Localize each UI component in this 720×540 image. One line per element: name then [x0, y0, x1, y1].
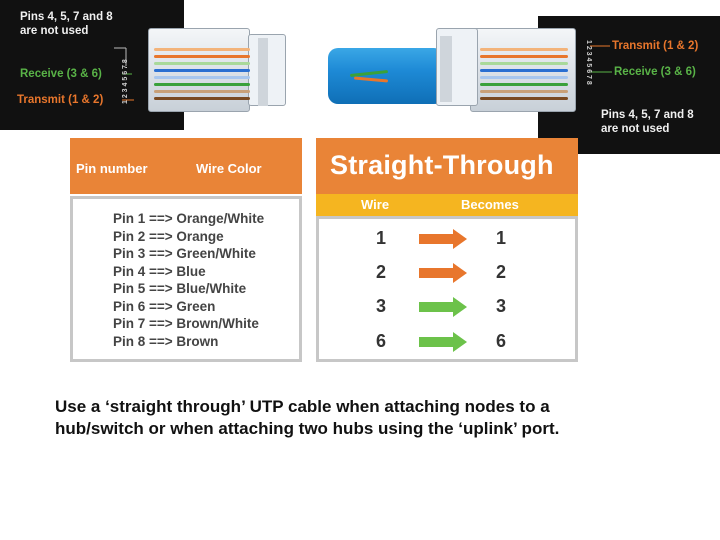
pin-list: Pin 1 ==> Orange/White Pin 2 ==> Orange … [113, 210, 264, 350]
straight-through-subheader: Wire Becomes [316, 194, 578, 216]
pin-table-header: Pin number Wire Color [70, 138, 302, 194]
wire [154, 62, 250, 65]
wire [480, 83, 568, 86]
right-pin-numbers: 1 2 3 4 5 6 7 8 [585, 40, 592, 85]
right-transmit-label: Transmit (1 & 2) [612, 40, 699, 52]
caption-line-1: Use a ‘straight through’ UTP cable when … [55, 397, 550, 416]
right-connector-clip [440, 36, 452, 102]
wire-column-header: Wire [361, 197, 390, 212]
arrow-shape [419, 332, 467, 352]
left-bracket-lines [114, 47, 134, 101]
cable-jacket [328, 48, 444, 104]
pin-row: Pin 4 ==> Blue [113, 263, 206, 279]
right-not-used-label: Pins 4, 5, 7 and 8 are not used [601, 109, 694, 135]
mapping-arrow [419, 297, 467, 317]
wire [480, 62, 568, 65]
pin-row: Pin 2 ==> Orange [113, 228, 224, 244]
arrow-shape [419, 263, 467, 283]
becomes-number: 6 [495, 331, 506, 351]
right-receive-label: Receive (3 & 6) [614, 66, 696, 78]
wire [480, 76, 568, 79]
left-transmit-label: Transmit (1 & 2) [17, 94, 104, 106]
wire [154, 76, 250, 79]
wire [154, 48, 250, 51]
wire [154, 90, 250, 93]
pin-row: Pin 6 ==> Green [113, 298, 216, 314]
wire [480, 55, 568, 58]
right-bracket-lines [590, 45, 612, 73]
wire-number: 2 [375, 262, 386, 282]
arrow-shape [419, 229, 467, 249]
becomes-number: 3 [495, 296, 506, 316]
pin-row: Pin 8 ==> Brown [113, 333, 219, 349]
straight-through-title: Straight-Through [330, 150, 554, 180]
wire-number: 6 [375, 331, 386, 351]
becomes-column-header: Becomes [461, 197, 519, 212]
wire-number: 1 [375, 228, 386, 248]
wire [154, 83, 250, 86]
mapping-arrow [419, 263, 467, 283]
straight-through-title-box: Straight-Through [316, 138, 578, 194]
wire [480, 97, 568, 100]
pin-number-header: Pin number [76, 161, 148, 176]
left-receive-label: Receive (3 & 6) [20, 68, 102, 80]
becomes-number: 2 [495, 262, 506, 282]
wire [154, 97, 250, 100]
caption: Use a ‘straight through’ UTP cable when … [55, 396, 695, 440]
pin-row: Pin 7 ==> Brown/White [113, 316, 259, 331]
left-not-used-label: Pins 4, 5, 7 and 8 are not used [20, 11, 113, 37]
pin-table-body: Pin 1 ==> Orange/White Pin 2 ==> Orange … [70, 196, 302, 362]
caption-line-2: hub/switch or when attaching two hubs us… [55, 419, 560, 438]
becomes-number: 1 [495, 228, 506, 248]
wire-number: 3 [375, 296, 386, 316]
wire [480, 48, 568, 51]
mapping-arrow [419, 229, 467, 249]
pin-row: Pin 1 ==> Orange/White [113, 211, 265, 226]
mapping-arrow [419, 332, 467, 352]
arrow-shape [419, 297, 467, 317]
wire [154, 55, 250, 58]
left-pin-numbers: 1 2 3 4 5 6 7 8 [122, 59, 129, 104]
pin-row: Pin 5 ==> Blue/White [113, 281, 247, 296]
wire [154, 69, 250, 72]
straight-through-body: 1 1 2 2 3 3 6 6 [316, 216, 578, 362]
cable-illustration [140, 18, 580, 118]
left-connector-clip [258, 38, 268, 106]
wire-color-header: Wire Color [196, 161, 262, 176]
wire [480, 90, 568, 93]
wire [480, 69, 568, 72]
pin-row: Pin 3 ==> Green/White [113, 246, 256, 261]
